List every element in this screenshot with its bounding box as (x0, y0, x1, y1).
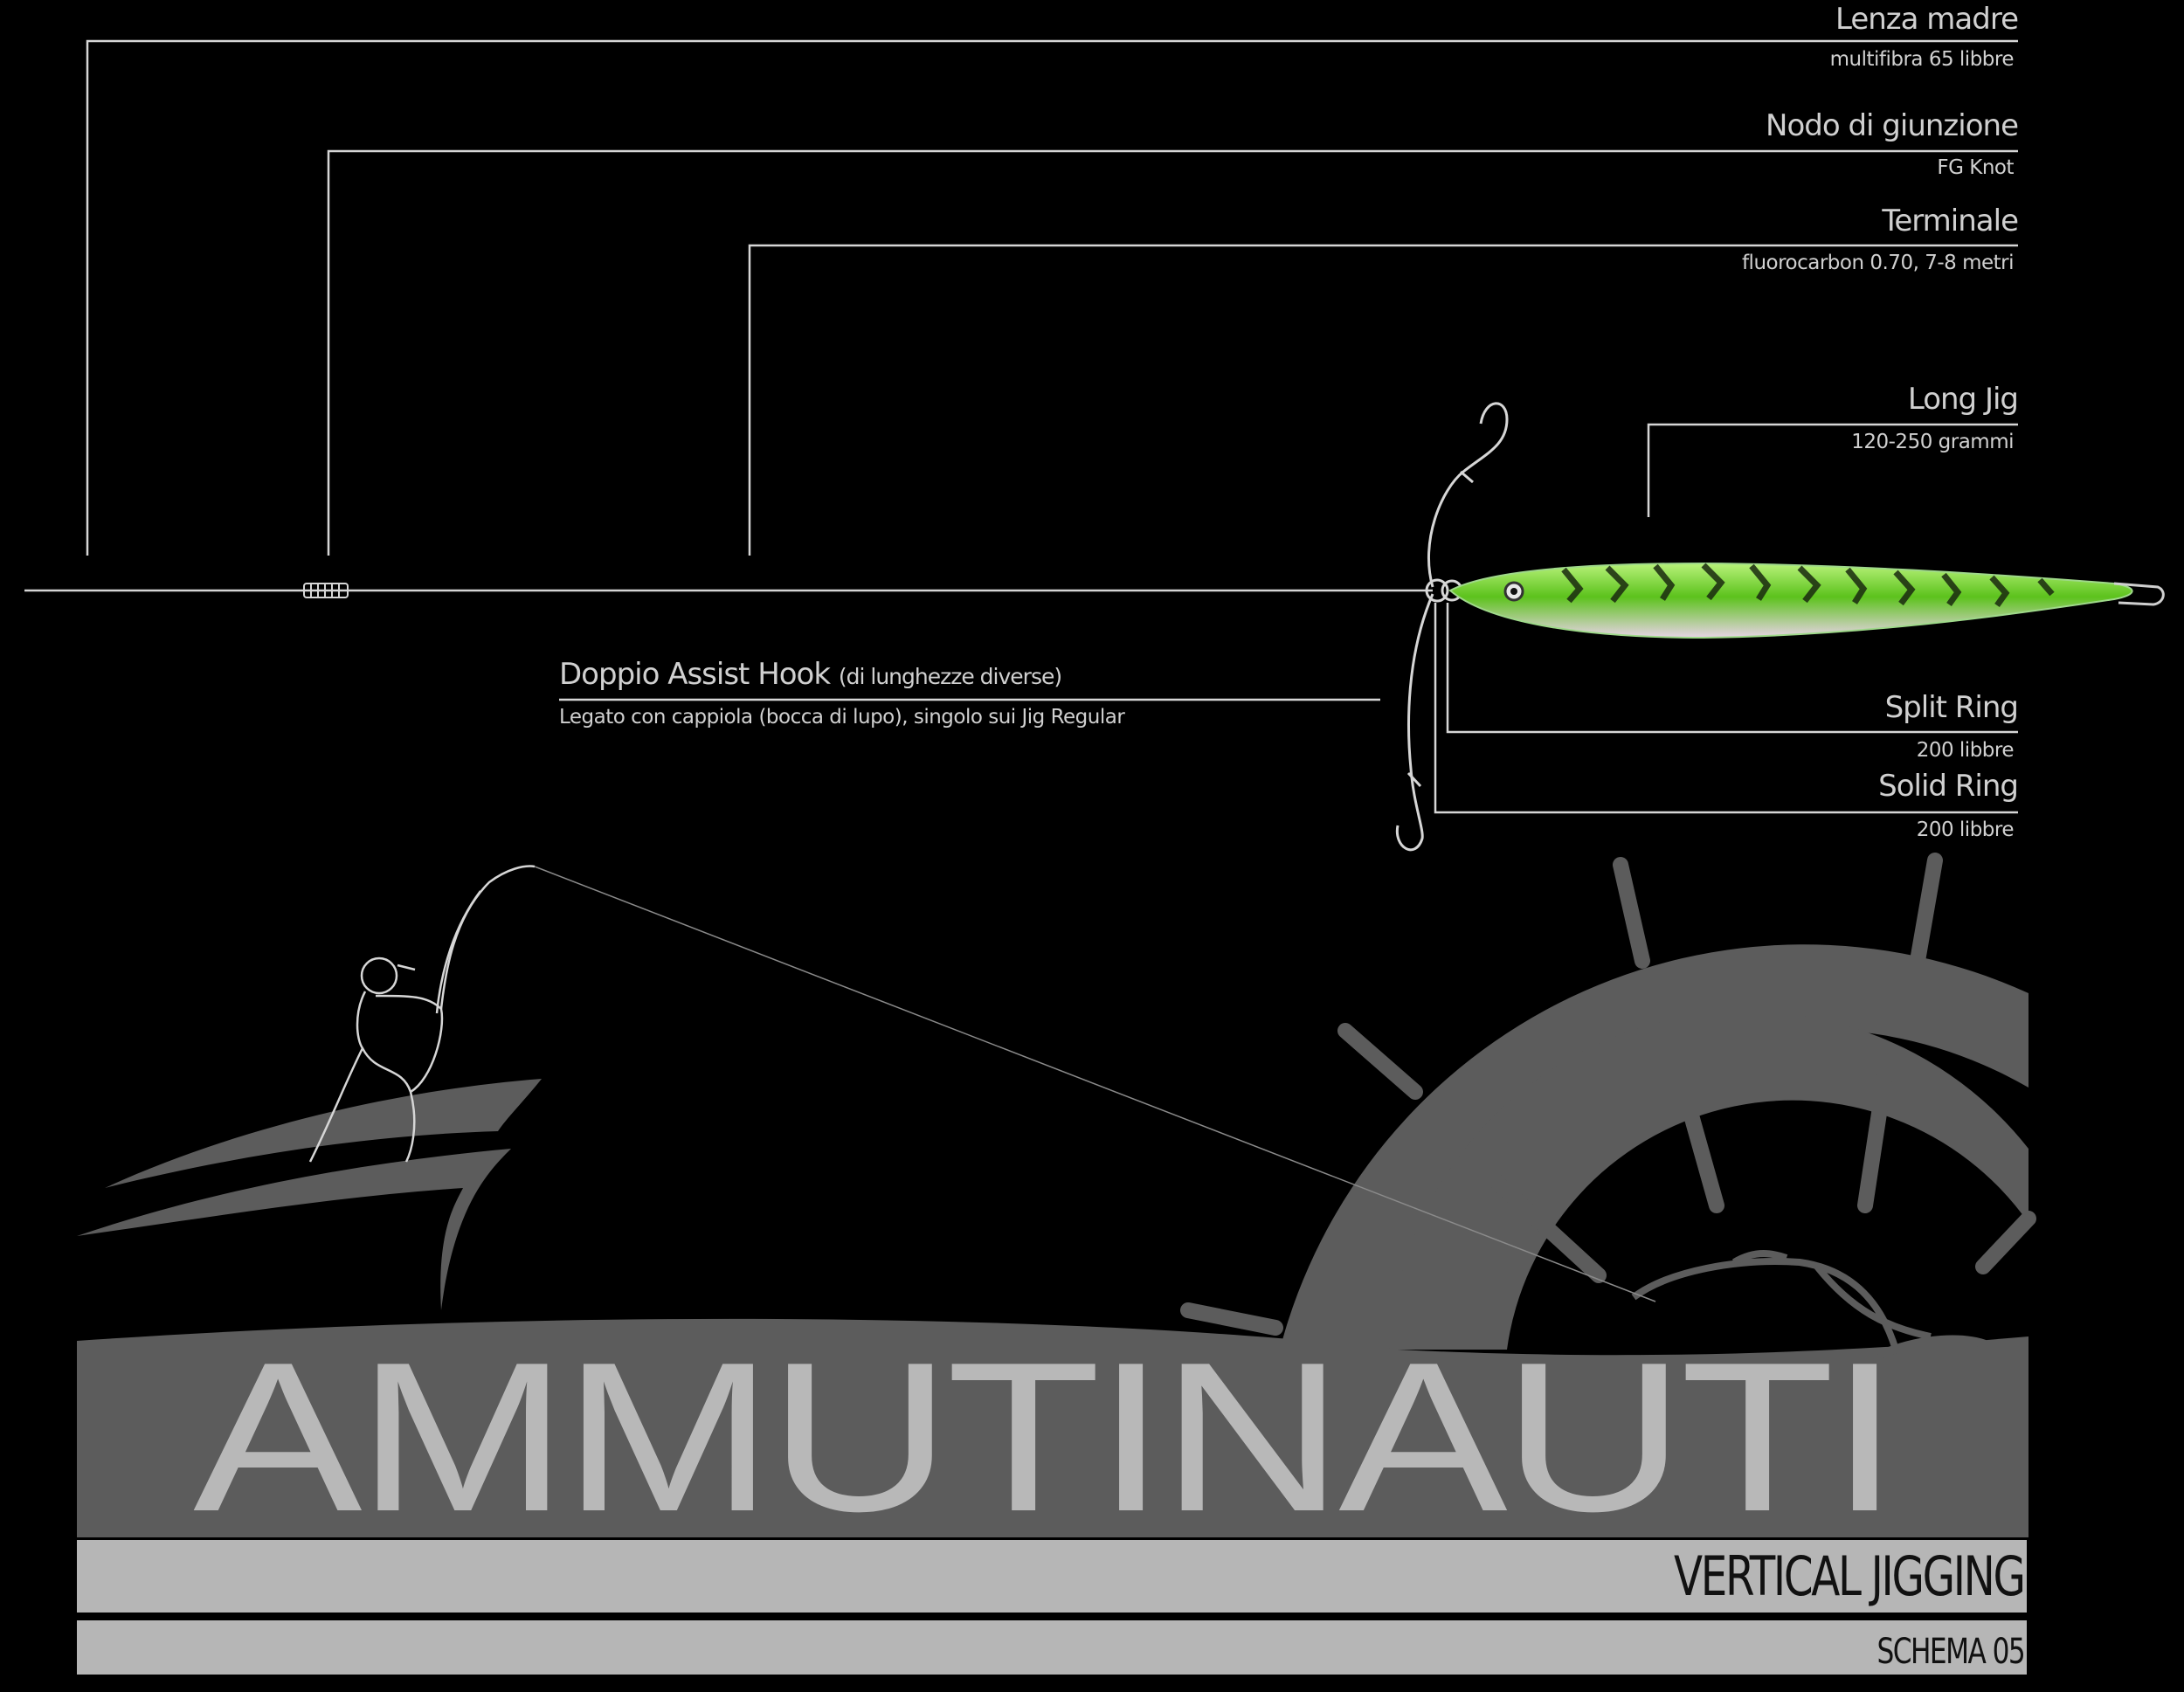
band-vertical-jigging (77, 1540, 2027, 1613)
callout-lines (86, 39, 2018, 814)
band-schema (77, 1620, 2027, 1675)
band-vertical-jigging-text: VERTICAL JIGGING (1674, 1544, 2026, 1608)
boat-logo (77, 1079, 542, 1310)
assist-hook-note: (di lunghezze diverse) (838, 664, 1062, 689)
assist-hook-title: Doppio Assist Hook (di lunghezze diverse… (559, 657, 1062, 692)
assist-hook-subtitle: Legato con cappiola (bocca di lupo), sin… (559, 706, 1125, 729)
ship-wheel-logo (1180, 853, 2036, 1350)
fg-knot (303, 583, 349, 598)
joint-knot-subtitle: FG Knot (1937, 156, 2014, 179)
long-jig-title: Long Jig (1907, 382, 2019, 417)
main-line-subtitle: multifibra 65 libbre (1829, 48, 2015, 71)
long-jig (1448, 562, 2165, 639)
tuna-icon (1631, 1250, 1932, 1351)
brand-name: AMMUTINAUTI (193, 1317, 1900, 1557)
split-ring-subtitle: 200 libbre (1916, 739, 2015, 762)
fisherman-icon (308, 865, 536, 1163)
assist-hook-name: Doppio Assist Hook (559, 657, 831, 692)
long-jig-subtitle: 120-250 grammi (1851, 431, 2014, 453)
solid-ring-subtitle: 200 libbre (1916, 818, 2015, 841)
main-line-title: Lenza madre (1835, 2, 2019, 37)
split-ring-title: Split Ring (1884, 690, 2019, 725)
fishing-line (534, 866, 1656, 1302)
leader-title: Terminale (1882, 204, 2019, 238)
sea-band (77, 1318, 2028, 1537)
band-schema-text: SCHEMA 05 (1876, 1632, 2025, 1672)
solid-ring-title: Solid Ring (1878, 769, 2019, 804)
assist-hooks (1395, 402, 1509, 852)
joint-knot-title: Nodo di giunzione (1766, 108, 2019, 143)
leader-subtitle: fluorocarbon 0.70, 7-8 metri (1741, 252, 2015, 274)
